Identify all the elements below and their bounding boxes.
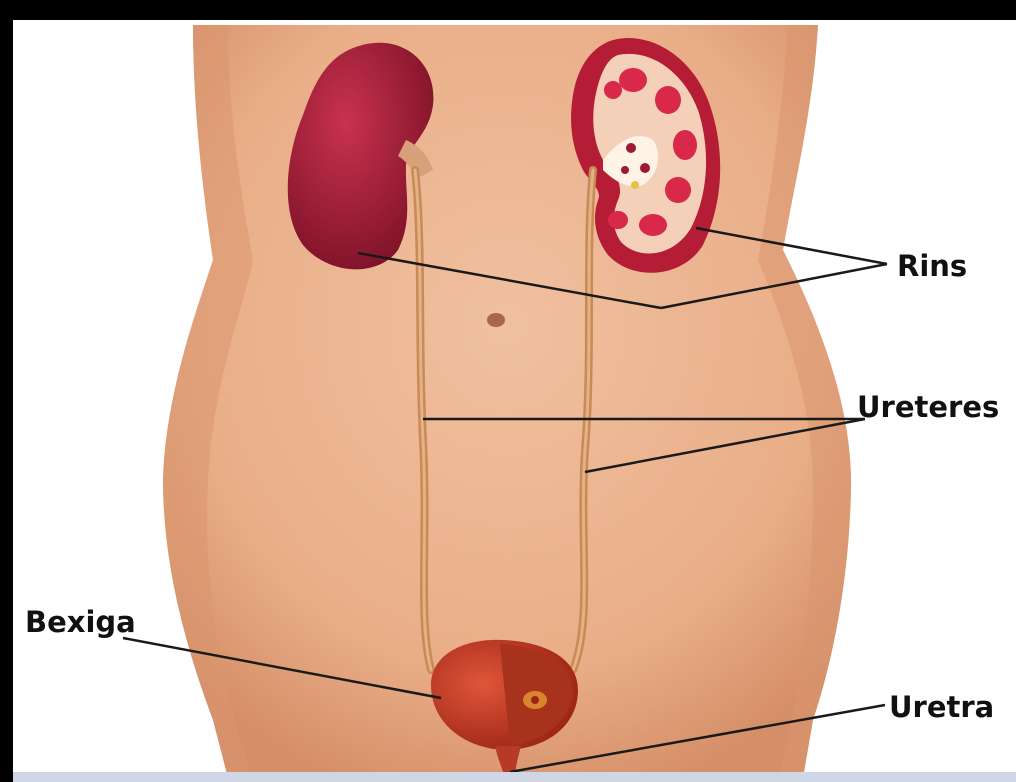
label-ureteres: Ureteres (857, 393, 999, 422)
navel (487, 313, 505, 327)
label-uretra: Uretra (889, 693, 994, 722)
bottom-strip (13, 772, 1016, 782)
diagram-canvas: Rins Ureteres Bexiga Uretra (13, 20, 1016, 778)
label-bexiga: Bexiga (25, 608, 136, 637)
label-rins: Rins (897, 252, 967, 281)
